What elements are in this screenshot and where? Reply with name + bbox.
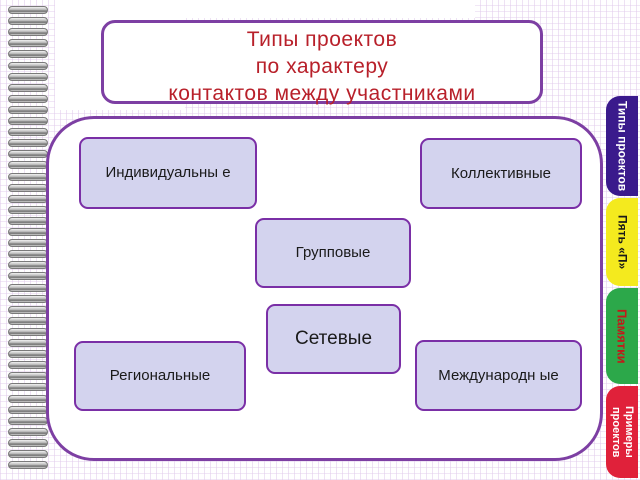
tab-memos[interactable]: Памятки	[606, 288, 638, 384]
spiral-ring	[8, 427, 48, 436]
spiral-ring	[8, 405, 48, 414]
title-line-1: Типы проектов	[246, 28, 398, 51]
node-individual-label: Индивидуальны е	[105, 164, 231, 181]
node-individual[interactable]: Индивидуальны е	[79, 137, 257, 209]
spiral-binding	[8, 6, 52, 476]
spiral-ring	[8, 94, 48, 103]
node-regional[interactable]: Региональные	[74, 341, 246, 411]
spiral-ring	[8, 6, 48, 14]
spiral-ring	[8, 239, 48, 248]
spiral-ring	[8, 450, 48, 458]
spiral-ring	[8, 339, 48, 347]
node-international[interactable]: Международн ые	[415, 340, 582, 411]
node-collective-label: Коллективные	[451, 164, 551, 182]
spiral-ring	[8, 416, 48, 425]
spiral-ring	[8, 205, 48, 214]
node-international-label: Международн ые	[438, 366, 559, 384]
title-line-2: по характеру	[255, 55, 389, 78]
tab-five-p-label: Пять «П»	[615, 214, 630, 270]
tab-memos-label: Памятки	[614, 308, 630, 364]
spiral-ring	[8, 17, 48, 26]
spiral-ring	[8, 250, 48, 259]
node-network[interactable]: Сетевые	[266, 304, 401, 374]
spiral-ring	[8, 261, 48, 270]
tab-five-p[interactable]: Пять «П»	[606, 198, 638, 286]
spiral-ring	[8, 183, 48, 192]
spiral-ring	[8, 272, 48, 281]
spiral-ring	[8, 316, 48, 325]
spiral-ring	[8, 438, 48, 447]
node-group[interactable]: Групповые	[255, 218, 411, 288]
spiral-ring	[8, 128, 48, 137]
spiral-ring	[8, 83, 48, 92]
spiral-ring	[8, 294, 48, 303]
node-group-label: Групповые	[295, 244, 371, 261]
spiral-ring	[8, 105, 48, 114]
spiral-ring	[8, 327, 48, 336]
spiral-ring	[8, 228, 48, 236]
spiral-ring	[8, 172, 48, 181]
tab-project-examples[interactable]: Примеры проектов	[606, 386, 638, 478]
tab-project-types[interactable]: Типы проектов	[606, 96, 638, 196]
spiral-ring	[8, 305, 48, 314]
spiral-ring	[8, 394, 48, 403]
background-blank-strip	[55, 0, 475, 18]
spiral-ring	[8, 28, 48, 37]
spiral-ring	[8, 283, 48, 292]
spiral-ring	[8, 372, 48, 381]
spiral-ring	[8, 117, 48, 125]
spiral-ring	[8, 216, 48, 225]
spiral-ring	[8, 161, 48, 170]
spiral-ring	[8, 350, 48, 359]
node-regional-label: Региональные	[109, 367, 211, 384]
spiral-ring	[8, 461, 48, 470]
title-box: Типы проектов по характеру контактов меж…	[101, 20, 543, 105]
tab-project-types-label: Типы проектов	[615, 100, 630, 192]
spiral-ring	[8, 39, 48, 48]
spiral-ring	[8, 139, 48, 148]
node-collective[interactable]: Коллективные	[420, 138, 582, 209]
spiral-ring	[8, 194, 48, 203]
tab-project-examples-label: Примеры проектов	[610, 406, 635, 458]
node-network-label: Сетевые	[294, 328, 373, 349]
spiral-ring	[8, 72, 48, 81]
spiral-ring	[8, 50, 48, 59]
spiral-ring	[8, 383, 48, 392]
spiral-ring	[8, 150, 48, 159]
title-line-3: контактов между участниками	[168, 82, 476, 105]
spiral-ring	[8, 361, 48, 370]
spiral-ring	[8, 61, 48, 70]
